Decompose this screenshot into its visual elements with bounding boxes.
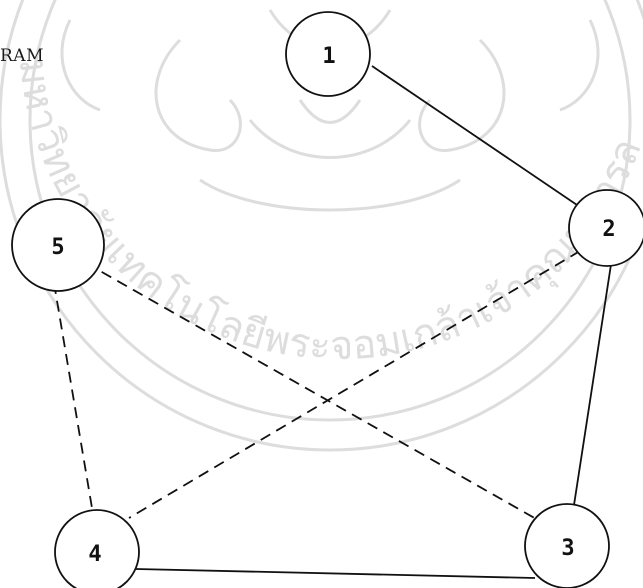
node-4-label: 4: [88, 542, 101, 567]
node-5: 5: [12, 199, 104, 291]
edge-5-4: [54, 283, 92, 508]
edge-2-3: [574, 258, 612, 505]
node-3: 3: [525, 504, 609, 588]
node-1: 1: [286, 12, 370, 96]
node-5-label: 5: [51, 235, 64, 260]
node-2: 2: [569, 190, 643, 266]
edge-2-4: [129, 251, 580, 518]
node-1-label: 1: [322, 44, 335, 69]
edge-1-2: [372, 66, 580, 207]
node-2-label: 2: [602, 217, 615, 242]
edge-3-4: [136, 569, 535, 578]
edge-5-3: [86, 263, 538, 520]
node-3-label: 3: [561, 536, 574, 561]
node-4: 4: [55, 510, 139, 588]
